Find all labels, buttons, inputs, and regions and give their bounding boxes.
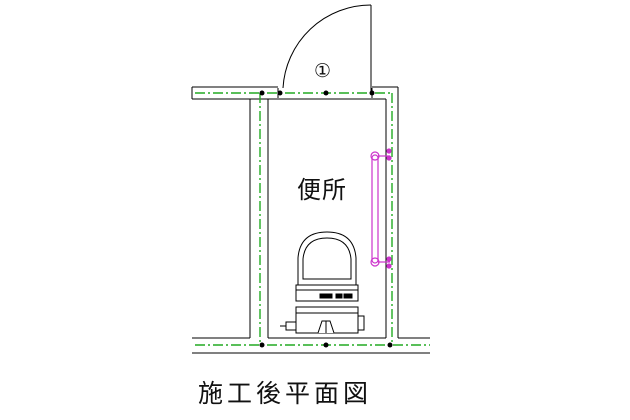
drawing-caption: 施工後平面図 xyxy=(198,379,373,408)
room-label: 便所 xyxy=(297,176,347,204)
wall-outline xyxy=(191,86,430,354)
wall-centerline xyxy=(195,92,430,346)
door-number: ① xyxy=(314,60,332,82)
door-swing-icon xyxy=(277,4,373,98)
grid-points xyxy=(259,90,393,348)
toilet-icon xyxy=(280,231,365,334)
handrail-icon xyxy=(370,148,392,269)
